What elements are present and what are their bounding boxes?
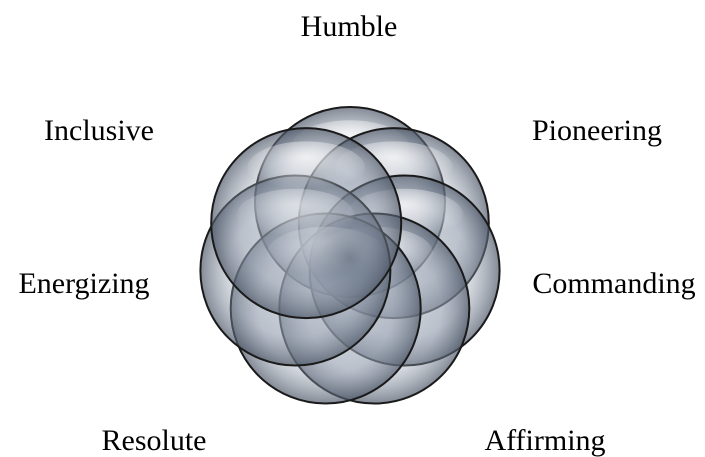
label-pioneering: Pioneering [532,114,662,147]
label-affirming: Affirming [484,424,605,457]
center-overlap-shade [308,216,392,300]
label-energizing: Energizing [18,267,149,300]
label-humble: Humble [301,10,398,43]
label-commanding: Commanding [532,267,695,300]
label-inclusive: Inclusive [44,114,154,147]
label-resolute: Resolute [102,424,207,457]
gloss-inclusive [247,141,365,194]
